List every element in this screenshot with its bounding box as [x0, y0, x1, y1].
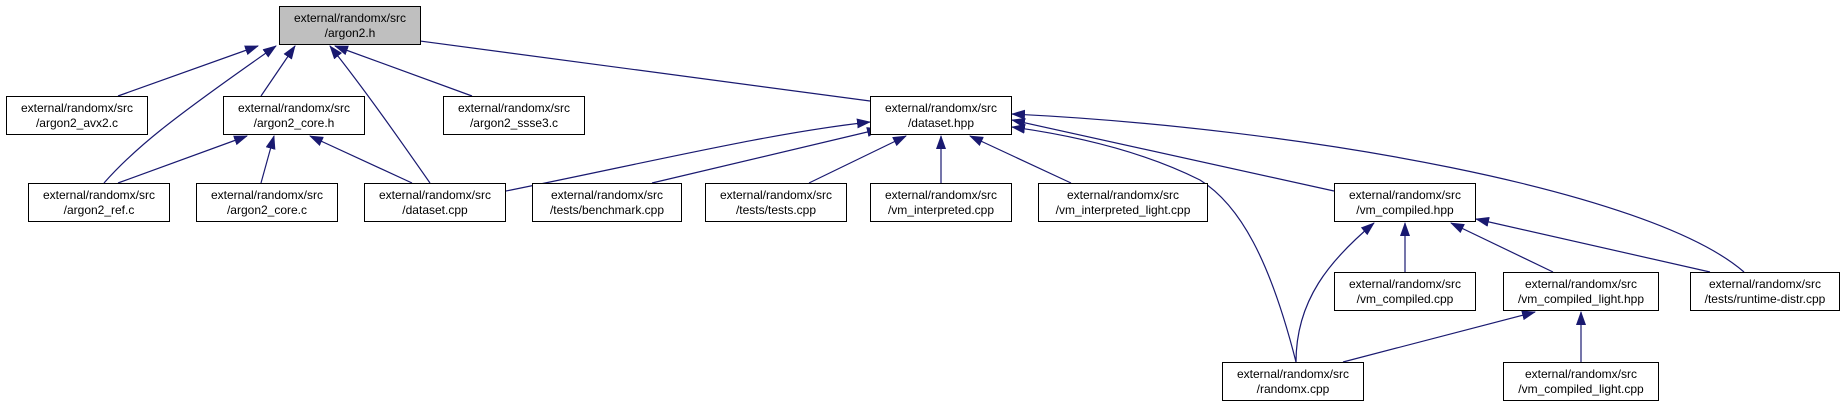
node-tests-benchmark-cpp[interactable]: external/randomx/src /tests/benchmark.cp…: [532, 183, 682, 222]
node-vm-compiled-light-cpp[interactable]: external/randomx/src /vm_compiled_light.…: [1503, 362, 1659, 401]
node-argon2-h-file: /argon2.h: [324, 25, 376, 40]
node-vm-compiled-cpp-path: external/randomx/src: [1348, 276, 1462, 291]
node-vm-compiled-hpp-file: /vm_compiled.hpp: [1356, 202, 1454, 217]
edge-dataset-cpp-to-root: [329, 45, 431, 184]
node-tests-tests-cpp-path: external/randomx/src: [719, 187, 833, 202]
node-vm-compiled-light-hpp-file: /vm_compiled_light.hpp: [1517, 291, 1645, 306]
node-vm-compiled-light-cpp-file: /vm_compiled_light.cpp: [1518, 381, 1644, 396]
edge-compiled-light-hpp-to-compiled-hpp: [1450, 222, 1554, 273]
node-randomx-cpp[interactable]: external/randomx/src /randomx.cpp: [1222, 362, 1364, 401]
node-argon2-h-path: external/randomx/src: [293, 10, 407, 25]
node-argon2-core-h-path: external/randomx/src: [237, 100, 351, 115]
node-vm-compiled-light-hpp-path: external/randomx/src: [1524, 276, 1638, 291]
node-vm-compiled-cpp[interactable]: external/randomx/src /vm_compiled.cpp: [1334, 272, 1476, 311]
node-argon2-ref-c-file: /argon2_ref.c: [63, 202, 135, 217]
node-argon2-ssse3-c[interactable]: external/randomx/src /argon2_ssse3.c: [443, 96, 585, 135]
edge-benchmark-to-dataset-hpp: [651, 127, 881, 184]
node-argon2-core-c-file: /argon2_core.c: [226, 202, 308, 217]
node-dataset-cpp-path: external/randomx/src: [378, 187, 492, 202]
node-tests-benchmark-cpp-file: /tests/benchmark.cpp: [549, 202, 665, 217]
node-argon2-ssse3-c-path: external/randomx/src: [457, 100, 571, 115]
node-vm-compiled-light-hpp[interactable]: external/randomx/src /vm_compiled_light.…: [1503, 272, 1659, 311]
node-dataset-hpp[interactable]: external/randomx/src /dataset.hpp: [870, 96, 1012, 135]
node-dataset-cpp[interactable]: external/randomx/src /dataset.cpp: [364, 183, 506, 222]
node-vm-compiled-hpp[interactable]: external/randomx/src /vm_compiled.hpp: [1334, 183, 1476, 222]
node-dataset-hpp-path: external/randomx/src: [884, 100, 998, 115]
edge-dataset-cpp-to-dataset-hpp: [505, 118, 871, 192]
node-argon2-avx2-c-path: external/randomx/src: [20, 100, 134, 115]
node-tests-runtime-distr-cpp[interactable]: external/randomx/src /tests/runtime-dist…: [1690, 272, 1840, 311]
edge-tests-to-dataset-hpp: [808, 135, 907, 184]
node-argon2-core-h-file: /argon2_core.h: [253, 115, 335, 130]
node-vm-interpreted-cpp-file: /vm_interpreted.cpp: [887, 202, 995, 217]
edge-randomx-to-compiled-light-hpp: [1342, 310, 1536, 363]
node-vm-interpreted-light-cpp[interactable]: external/randomx/src /vm_interpreted_lig…: [1038, 183, 1208, 222]
edge-randomx-to-dataset-hpp: [1011, 123, 1297, 363]
edge-core-h-to-root: [260, 45, 296, 97]
node-argon2-avx2-c[interactable]: external/randomx/src /argon2_avx2.c: [6, 96, 148, 135]
edge-runtime-to-compiled-hpp: [1475, 216, 1711, 273]
node-tests-runtime-distr-cpp-path: external/randomx/src: [1708, 276, 1822, 291]
node-vm-compiled-cpp-file: /vm_compiled.cpp: [1356, 291, 1454, 306]
node-argon2-h: external/randomx/src /argon2.h: [279, 6, 421, 45]
node-vm-interpreted-light-cpp-file: /vm_interpreted_light.cpp: [1055, 202, 1191, 217]
node-vm-interpreted-cpp[interactable]: external/randomx/src /vm_interpreted.cpp: [870, 183, 1012, 222]
edge-core-c-to-core-h: [260, 135, 276, 184]
node-vm-compiled-light-cpp-path: external/randomx/src: [1524, 366, 1638, 381]
edge-ssse3-to-root: [334, 45, 473, 97]
edge-ref-to-core-h: [117, 135, 248, 184]
node-argon2-core-h[interactable]: external/randomx/src /argon2_core.h: [223, 96, 365, 135]
edge-ref-to-root: [103, 45, 277, 184]
node-argon2-core-c[interactable]: external/randomx/src /argon2_core.c: [196, 183, 338, 222]
node-randomx-cpp-file: /randomx.cpp: [1256, 381, 1330, 396]
edge-avx2-to-root: [117, 45, 259, 97]
node-vm-interpreted-light-cpp-path: external/randomx/src: [1066, 187, 1180, 202]
edge-runtime-to-dataset-hpp: [1011, 109, 1745, 273]
node-tests-benchmark-cpp-path: external/randomx/src: [550, 187, 664, 202]
node-tests-tests-cpp[interactable]: external/randomx/src /tests/tests.cpp: [705, 183, 847, 222]
edge-randomx-to-compiled-hpp: [1295, 222, 1375, 363]
edge-dataset-cpp-to-core-h: [309, 135, 413, 184]
node-tests-runtime-distr-cpp-file: /tests/runtime-distr.cpp: [1704, 291, 1826, 306]
edge-dataset-hpp-to-root: [359, 29, 871, 102]
node-argon2-core-c-path: external/randomx/src: [210, 187, 324, 202]
node-argon2-avx2-c-file: /argon2_avx2.c: [35, 115, 119, 130]
node-tests-tests-cpp-file: /tests/tests.cpp: [735, 202, 817, 217]
node-dataset-hpp-file: /dataset.hpp: [907, 115, 975, 130]
edge-interp-light-to-dataset-hpp: [969, 135, 1072, 184]
node-dataset-cpp-file: /dataset.cpp: [402, 202, 468, 217]
node-argon2-ref-c-path: external/randomx/src: [42, 187, 156, 202]
edge-compiled-hpp-to-dataset-hpp: [1011, 117, 1335, 192]
node-vm-interpreted-cpp-path: external/randomx/src: [884, 187, 998, 202]
node-randomx-cpp-path: external/randomx/src: [1236, 366, 1350, 381]
node-argon2-ref-c[interactable]: external/randomx/src /argon2_ref.c: [28, 183, 170, 222]
node-argon2-ssse3-c-file: /argon2_ssse3.c: [469, 115, 559, 130]
node-vm-compiled-hpp-path: external/randomx/src: [1348, 187, 1462, 202]
